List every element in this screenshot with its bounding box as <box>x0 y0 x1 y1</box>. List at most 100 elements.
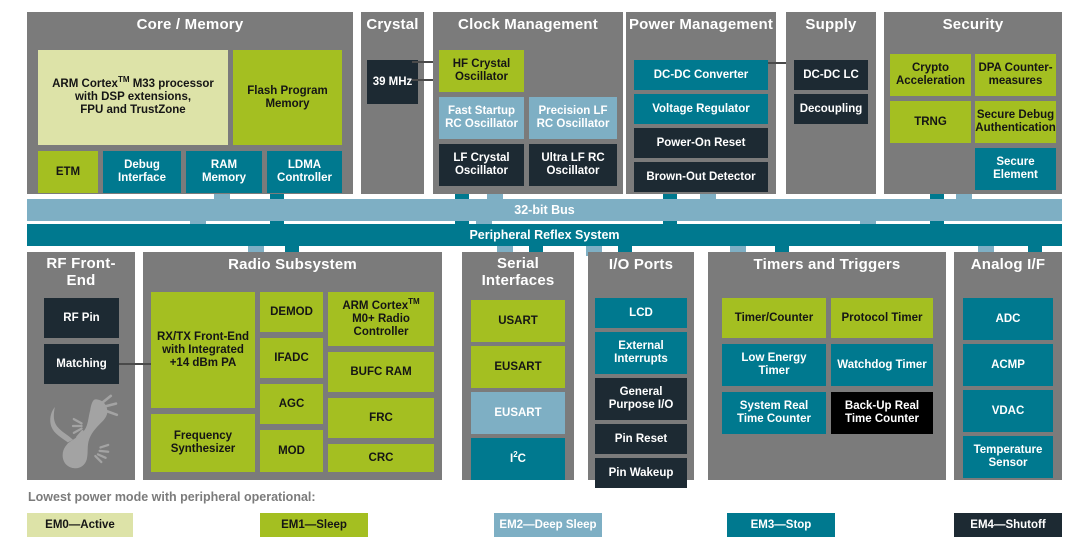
panel-title-crystal: Crystal <box>366 16 419 33</box>
block-low-energy-timer[interactable]: Low Energy Timer <box>722 344 826 386</box>
panel-clock-management: Clock Management HF Crystal Oscillator F… <box>433 12 623 194</box>
block-debug-interface[interactable]: Debug Interface <box>103 151 181 193</box>
block-lcd[interactable]: LCD <box>595 298 687 328</box>
block-39mhz-crystal[interactable]: 39 MHz <box>367 60 418 104</box>
panel-title-analog-if: Analog I/F <box>970 256 1046 273</box>
panel-title-serial-interfaces: Serial Interfaces <box>481 255 555 289</box>
block-vdac[interactable]: VDAC <box>963 390 1053 432</box>
block-external-interrupts[interactable]: External Interrupts <box>595 332 687 374</box>
panel-timers-and-triggers: Timers and Triggers Timer/Counter Protoc… <box>708 252 946 480</box>
block-rx-tx-front-end[interactable]: RX/TX Front-End with Integrated +14 dBm … <box>151 292 255 408</box>
legend-chip-em1: EM1—Sleep <box>260 513 368 537</box>
wire-matching-to-rxtx <box>119 363 151 365</box>
cpu-line-1: ARM CortexTM M33 processor <box>52 75 214 90</box>
gecko-logo <box>50 394 119 469</box>
block-secure-debug-authentication[interactable]: Secure Debug Authentication <box>975 101 1056 143</box>
block-dc-dc-lc[interactable]: DC-DC LC <box>794 60 868 90</box>
prs-stub-dark-1 <box>285 246 299 256</box>
prs-stub-dark-2 <box>529 246 543 256</box>
cpu-line-3: FPU and TrustZone <box>80 104 186 116</box>
panel-power-management: Power Management DC-DC Converter Voltage… <box>626 12 776 194</box>
panel-title-timers-and-triggers: Timers and Triggers <box>753 256 901 273</box>
block-trng[interactable]: TRNG <box>890 101 971 143</box>
panel-title-core-memory: Core / Memory <box>136 16 244 33</box>
panel-title-power-management: Power Management <box>628 16 774 33</box>
wire-crystal-hfxo-bottom <box>412 79 438 81</box>
panel-rf-front-end: RF Front-End RF Pin Matching <box>27 252 135 480</box>
legend-chip-em4: EM4—Shutoff <box>954 513 1062 537</box>
block-protocol-timer[interactable]: Protocol Timer <box>831 298 933 338</box>
block-demod[interactable]: DEMOD <box>260 292 323 332</box>
block-flash-program-memory[interactable]: Flash Program Memory <box>233 50 342 145</box>
prs-stub-dark-5 <box>1028 246 1042 256</box>
block-crc[interactable]: CRC <box>328 444 434 472</box>
block-system-real-time-counter[interactable]: System Real Time Counter <box>722 392 826 434</box>
block-agc[interactable]: AGC <box>260 384 323 424</box>
block-precision-lf-rc-oscillator[interactable]: Precision LF RC Oscillator <box>529 97 617 139</box>
panel-title-rf-front-end: RF Front-End <box>46 255 116 289</box>
panel-supply: Supply DC-DC LC Decoupling <box>786 12 876 194</box>
panel-serial-interfaces: Serial Interfaces USART EUSART EUSART I2… <box>462 252 574 480</box>
block-timer-counter[interactable]: Timer/Counter <box>722 298 826 338</box>
block-i2c[interactable]: I2C <box>471 438 565 480</box>
prs-stub-light-4 <box>730 246 746 256</box>
bus-mid-stub-3 <box>860 214 876 226</box>
block-pin-reset[interactable]: Pin Reset <box>595 424 687 454</box>
block-temperature-sensor[interactable]: Temperature Sensor <box>963 436 1053 478</box>
panel-io-ports: I/O Ports LCD External Interrupts Genera… <box>588 252 694 488</box>
block-ifadc[interactable]: IFADC <box>260 338 323 378</box>
block-decoupling[interactable]: Decoupling <box>794 94 868 124</box>
panel-analog-if: Analog I/F ADC ACMP VDAC Temperature Sen… <box>954 252 1062 480</box>
block-usart[interactable]: USART <box>471 300 565 342</box>
bus-mid-stub-2 <box>476 214 492 226</box>
block-adc[interactable]: ADC <box>963 298 1053 340</box>
block-frequency-synthesizer[interactable]: Frequency Synthesizer <box>151 414 255 472</box>
block-backup-real-time-counter[interactable]: Back-Up Real Time Counter <box>831 392 933 434</box>
block-eusart-1[interactable]: EUSART <box>471 346 565 388</box>
bus-prs-label: Peripheral Reflex System <box>469 228 620 242</box>
cpu-line-2: with DSP extensions, <box>74 91 192 103</box>
bus-peripheral-reflex-system: Peripheral Reflex System <box>27 224 1062 246</box>
block-lf-crystal-oscillator[interactable]: LF Crystal Oscillator <box>439 144 524 186</box>
block-dpa-countermeasures[interactable]: DPA Counter-measures <box>975 54 1056 96</box>
block-general-purpose-io[interactable]: General Purpose I/O <box>595 378 687 420</box>
block-hf-crystal-oscillator[interactable]: HF Crystal Oscillator <box>439 50 524 92</box>
prs-stub-light-5 <box>978 246 994 256</box>
bus-32-bit: 32-bit Bus <box>27 199 1062 221</box>
panel-title-clock-management: Clock Management <box>458 16 598 33</box>
block-eusart-2[interactable]: EUSART <box>471 392 565 434</box>
legend-chip-em0: EM0—Active <box>27 513 133 537</box>
block-crypto-acceleration[interactable]: Crypto Acceleration <box>890 54 971 96</box>
block-pin-wakeup[interactable]: Pin Wakeup <box>595 458 687 488</box>
block-arm-cortex-m0-radio-controller[interactable]: ARM CortexTM M0+ Radio Controller <box>328 292 434 346</box>
block-bufc-ram[interactable]: BUFC RAM <box>328 352 434 392</box>
bus-32-bit-label: 32-bit Bus <box>514 203 575 217</box>
block-ultra-lf-rc-oscillator[interactable]: Ultra LF RC Oscillator <box>529 144 617 186</box>
panel-security: Security Crypto Acceleration DPA Counter… <box>884 12 1062 194</box>
block-ram-memory[interactable]: RAM Memory <box>186 151 262 193</box>
block-acmp[interactable]: ACMP <box>963 344 1053 386</box>
panel-radio-subsystem: Radio Subsystem RX/TX Front-End with Int… <box>143 252 442 480</box>
block-arm-cortex-m33[interactable]: ARM CortexTM M33 processor with DSP exte… <box>38 50 228 145</box>
panel-title-supply: Supply <box>805 16 857 33</box>
block-secure-element[interactable]: Secure Element <box>975 148 1056 190</box>
block-fast-startup-rc-oscillator[interactable]: Fast Startup RC Oscillator <box>439 97 524 139</box>
block-ldma-controller[interactable]: LDMA Controller <box>267 151 342 193</box>
block-matching[interactable]: Matching <box>44 344 119 384</box>
panel-title-radio-subsystem: Radio Subsystem <box>228 256 357 273</box>
panel-core-memory: Core / Memory ARM CortexTM M33 processor… <box>27 12 353 194</box>
block-etm[interactable]: ETM <box>38 151 98 193</box>
legend-chip-em2: EM2—Deep Sleep <box>494 513 602 537</box>
block-frc[interactable]: FRC <box>328 398 434 438</box>
prs-stub-light-3 <box>586 246 602 256</box>
block-rf-pin[interactable]: RF Pin <box>44 298 119 338</box>
block-voltage-regulator[interactable]: Voltage Regulator <box>634 94 768 124</box>
block-watchdog-timer[interactable]: Watchdog Timer <box>831 344 933 386</box>
i2c-label: I2C <box>510 449 526 465</box>
bus-mid-stub-1 <box>190 214 206 226</box>
block-mod[interactable]: MOD <box>260 430 323 472</box>
block-brown-out-detector[interactable]: Brown-Out Detector <box>634 162 768 192</box>
prs-stub-dark-3 <box>618 246 632 256</box>
block-power-on-reset[interactable]: Power-On Reset <box>634 128 768 158</box>
block-dc-dc-converter[interactable]: DC-DC Converter <box>634 60 768 90</box>
